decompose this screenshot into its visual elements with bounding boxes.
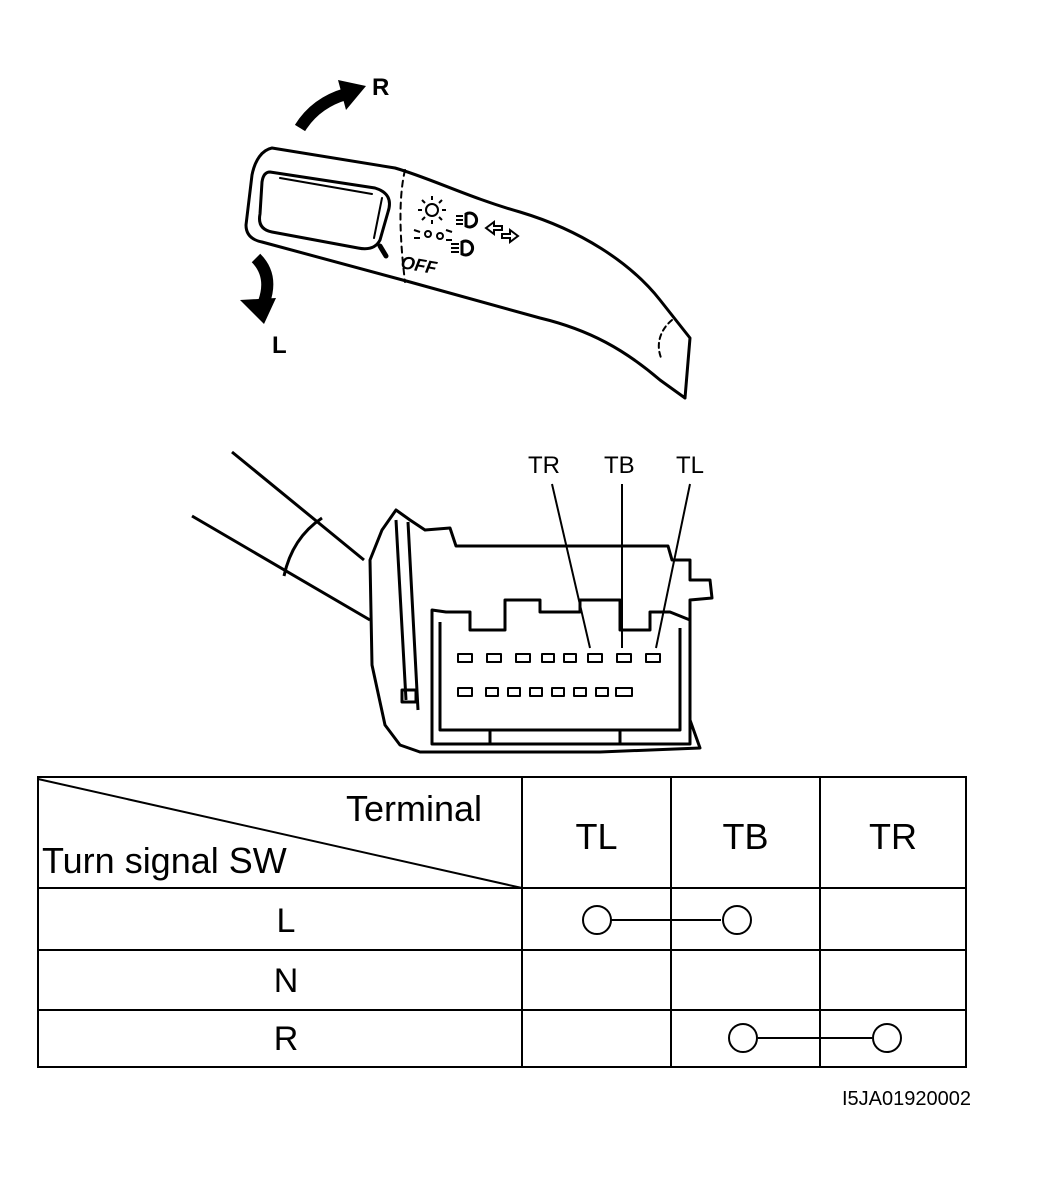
terminal-label-tb: TB xyxy=(604,452,635,479)
lever-symbols xyxy=(413,196,520,257)
continuity-node-tb xyxy=(722,905,752,935)
continuity-node-tr xyxy=(872,1023,902,1053)
switch-lever xyxy=(244,146,692,400)
continuity-node-tb xyxy=(728,1023,758,1053)
rotate-left-arrow xyxy=(240,253,276,324)
row-label-l: L xyxy=(276,902,296,940)
continuity-table-grid xyxy=(37,776,967,1068)
side-marker-icon xyxy=(413,229,453,241)
header-terminal: Terminal xyxy=(346,788,483,829)
column-header-tl: TL xyxy=(575,816,618,857)
arrow-label-left: L xyxy=(272,332,287,359)
header-turn-signal-sw: Turn signal SW xyxy=(42,840,287,881)
turn-arrows-icon xyxy=(484,220,520,244)
rotate-right-arrow xyxy=(294,80,366,132)
row-label-n: N xyxy=(273,962,299,1000)
off-symbol: OFF xyxy=(399,252,439,278)
continuity-node-tl xyxy=(582,905,612,935)
switch-connector xyxy=(191,450,714,754)
terminal-label-tr: TR xyxy=(528,452,560,479)
terminal-label-tl: TL xyxy=(676,452,705,479)
arrow-label-right: R xyxy=(372,74,390,101)
headlight-icon xyxy=(456,211,479,229)
parking-light-icon xyxy=(418,196,446,224)
continuity-row-l xyxy=(582,905,752,935)
connector-upper-pins xyxy=(457,653,661,663)
connector-lower-pins xyxy=(457,687,633,697)
row-label-r: R xyxy=(273,1020,299,1058)
high-beam-icon xyxy=(451,239,475,257)
terminal-leaders xyxy=(551,483,691,649)
continuity-row-r xyxy=(728,1023,902,1053)
column-header-tb: TB xyxy=(722,816,769,857)
column-header-tr: TR xyxy=(869,816,917,857)
figure-id: I5JA01920002 xyxy=(842,1088,972,1110)
